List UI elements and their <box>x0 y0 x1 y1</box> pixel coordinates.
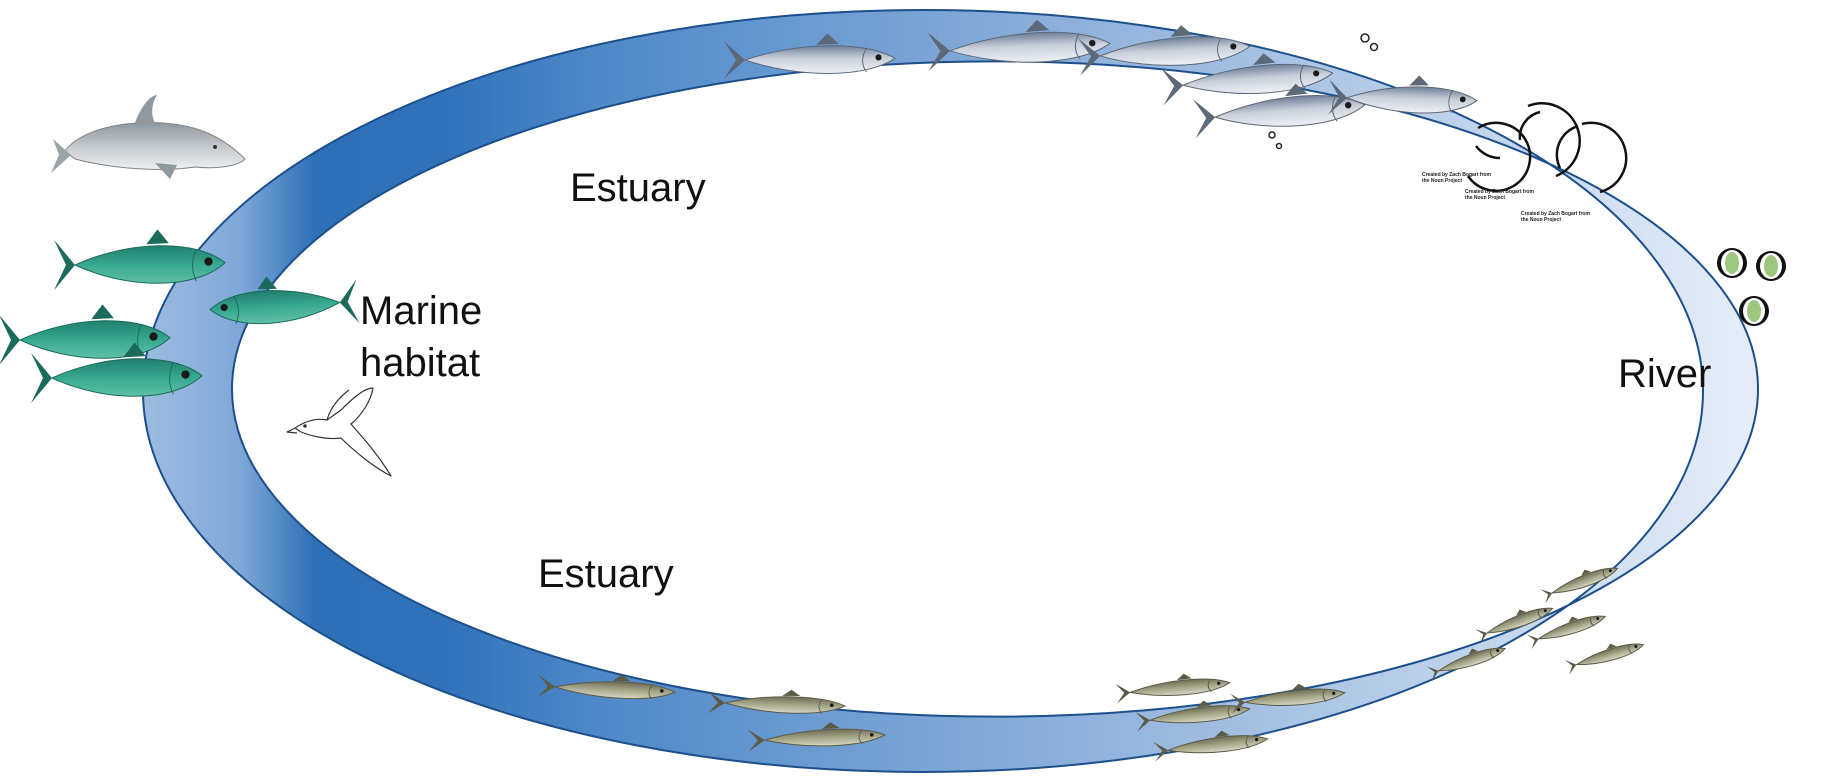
estuary-bottom-label: Estuary <box>538 552 674 596</box>
icon-credit: Created by Zach Bogart from the Noun Pro… <box>1422 173 1492 184</box>
river-label: River <box>1618 352 1711 396</box>
egg-icon <box>1717 248 1747 278</box>
seagull-icon <box>287 388 391 476</box>
icon-credit: Created by Zach Bogart from the Noun Pro… <box>1521 212 1591 223</box>
habitat-ring <box>143 10 1758 772</box>
egg-icon <box>1756 251 1786 281</box>
porpoise-icon <box>51 95 245 179</box>
juvenile-shad-icon <box>1115 670 1231 704</box>
icon-credit: Created by Zach Bogart from the Noun Pro… <box>1465 190 1535 201</box>
egg-icon <box>1739 296 1769 326</box>
marine-habitat-label: Marine habitat <box>360 285 482 389</box>
juvenile-shad-icon <box>1564 635 1646 675</box>
estuary-top-label: Estuary <box>570 166 706 210</box>
